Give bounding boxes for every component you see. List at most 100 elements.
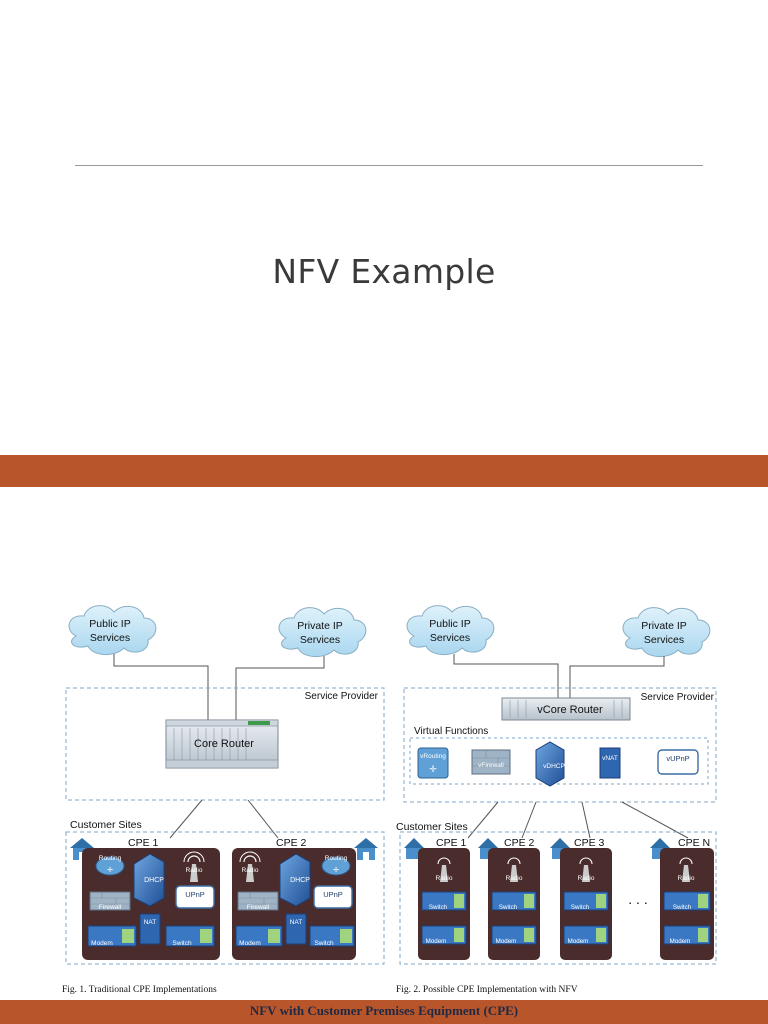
fig2-cpen-label: CPE N: [678, 837, 710, 849]
fig2-virtual-functions-box: [409, 737, 709, 785]
svg-text:Radio: Radio: [186, 867, 203, 874]
svg-text:Switch: Switch: [499, 904, 518, 911]
fig1-cpe1-switch: Switch: [165, 925, 215, 947]
fig2-vcore-router-label: vCore Router: [537, 704, 603, 716]
fig2-cpe3-label: CPE 3: [574, 837, 605, 849]
svg-text:UPnP: UPnP: [185, 890, 205, 899]
fig2-virtual-functions-label: Virtual Functions: [414, 726, 488, 737]
fig1-cpe2-switch: Switch: [309, 925, 355, 947]
fig1-private-cloud: Private IP Services: [278, 607, 367, 657]
svg-text:vFirewall: vFirewall: [478, 762, 504, 769]
svg-text:DHCP: DHCP: [290, 877, 310, 884]
fig2-public-cloud: Public IP Services: [406, 605, 495, 655]
svg-text:NAT: NAT: [144, 919, 157, 926]
fig1-public-cloud-line1: Public IP: [89, 618, 130, 630]
fig2-customer-sites-label: Customer Sites: [396, 821, 468, 833]
svg-text:Routing: Routing: [99, 855, 122, 862]
fig2-private-cloud: Private IP Services: [622, 607, 711, 657]
svg-text:✛: ✛: [333, 866, 339, 874]
footer-title: NFV with Customer Premises Equipment (CP…: [249, 1003, 519, 1018]
fig2-vcore-router: vCore Router: [501, 697, 631, 721]
svg-text:Switch: Switch: [314, 940, 334, 947]
svg-text:DHCP: DHCP: [144, 877, 164, 884]
fig1-customer-sites-label: Customer Sites: [70, 819, 142, 831]
svg-text:UPnP: UPnP: [323, 890, 343, 899]
fig1-cpe2-routing: Routing ✛: [321, 855, 351, 876]
fig1-house-icon-right: [354, 838, 378, 860]
fig2-customer-sites-box: [399, 831, 717, 965]
svg-text:NAT: NAT: [290, 919, 303, 926]
svg-text:Switch: Switch: [673, 904, 692, 911]
svg-text:Modem: Modem: [91, 940, 113, 947]
fig1-cpe2-upnp: UPnP: [313, 885, 353, 909]
fig1-cpe2-modem: Modem: [235, 925, 283, 947]
svg-text:Firewall: Firewall: [99, 904, 122, 911]
fig1-public-cloud: Public IP Services: [68, 605, 157, 655]
fig2-vdhcp: vDHCP: [535, 741, 565, 787]
fig2-vnat: vNAT: [599, 747, 621, 779]
fig1-cpe1-radio: Radio: [183, 851, 205, 882]
svg-text:Radio: Radio: [678, 875, 695, 882]
fig1-cpe1-routing: Routing ✛: [95, 855, 125, 876]
fig2-service-provider-box: [403, 687, 717, 803]
fig2-vfirewall: vFirewall: [471, 749, 511, 775]
svg-text:vDHCP: vDHCP: [543, 763, 565, 770]
fig2-cpe1: Radio Switch Modem: [418, 848, 470, 960]
fig2-service-provider-label: Service Provider: [641, 692, 715, 703]
fig1-cpe2-nat: NAT: [285, 913, 307, 945]
fig1-core-router: Core Router: [165, 719, 279, 769]
fig1-cpe1-label: CPE 1: [128, 837, 159, 849]
fig1-service-provider-label: Service Provider: [305, 691, 379, 702]
svg-text:Modem: Modem: [496, 938, 517, 945]
fig2-house-icon-1: [404, 838, 424, 859]
fig2-cpe2: Radio Switch Modem: [488, 848, 540, 960]
fig2-caption: Fig. 2. Possible CPE Implementation with…: [396, 985, 578, 995]
fig2-cpe3: Radio Switch Modem: [560, 848, 612, 960]
fig1-cpe1-modem: Modem: [87, 925, 137, 947]
fig1-core-router-label: Core Router: [194, 738, 254, 750]
fig1-service-provider-box: [65, 687, 385, 801]
fig1-public-cloud-line2: Services: [90, 632, 130, 644]
slide-top: [0, 0, 768, 455]
fig1-private-cloud-line2: Services: [300, 634, 340, 646]
slide-title: NFV Example: [272, 252, 496, 291]
fig2-cpe1-label: CPE 1: [436, 837, 467, 849]
svg-text:vUPnP: vUPnP: [666, 754, 689, 763]
fig1-cpe2-label: CPE 2: [276, 837, 307, 849]
svg-text:Radio: Radio: [506, 875, 523, 882]
fig2: Public IP Services Private IP Services S…: [396, 605, 717, 965]
fig1: Public IP Services Private IP Services S…: [65, 605, 385, 965]
svg-text:vRouting: vRouting: [420, 753, 446, 760]
svg-text:vNAT: vNAT: [602, 755, 618, 762]
fig1-cpe2-firewall: Firewall: [237, 891, 279, 911]
svg-text:Radio: Radio: [578, 875, 595, 882]
fig2-vupnp: vUPnP: [657, 749, 699, 775]
fig1-cpe1-nat: NAT: [139, 913, 161, 945]
svg-text:Switch: Switch: [172, 940, 192, 947]
fig2-public-cloud-line1: Public IP: [429, 618, 470, 630]
fig2-private-cloud-line1: Private IP: [641, 620, 687, 632]
svg-text:Routing: Routing: [325, 855, 348, 862]
svg-text:Modem: Modem: [568, 938, 589, 945]
svg-text:Radio: Radio: [436, 875, 453, 882]
fig1-customer-sites-box: [65, 831, 385, 965]
svg-text:✛: ✛: [107, 866, 113, 874]
fig2-ellipsis: . . .: [628, 891, 647, 907]
fig1-cpe2-radio: Radio: [239, 851, 261, 882]
footer-band: [0, 1000, 768, 1024]
fig2-public-cloud-line2: Services: [430, 632, 470, 644]
svg-text:Modem: Modem: [670, 938, 691, 945]
fig1-cpe2-dhcp: DHCP: [279, 853, 311, 907]
fig2-vrouting: vRouting ✛: [417, 747, 449, 779]
svg-text:✛: ✛: [429, 764, 437, 774]
fig1-private-cloud-line1: Private IP: [297, 620, 343, 632]
title-rule: [75, 165, 703, 166]
svg-text:Switch: Switch: [571, 904, 590, 911]
fig2-private-cloud-line2: Services: [644, 634, 684, 646]
svg-text:Modem: Modem: [426, 938, 447, 945]
fig2-cpen: Radio Switch Modem: [660, 848, 714, 960]
svg-text:Radio: Radio: [242, 867, 259, 874]
fig1-cpe1-dhcp: DHCP: [133, 853, 165, 907]
fig2-cpe2-label: CPE 2: [504, 837, 535, 849]
svg-text:Switch: Switch: [429, 904, 448, 911]
